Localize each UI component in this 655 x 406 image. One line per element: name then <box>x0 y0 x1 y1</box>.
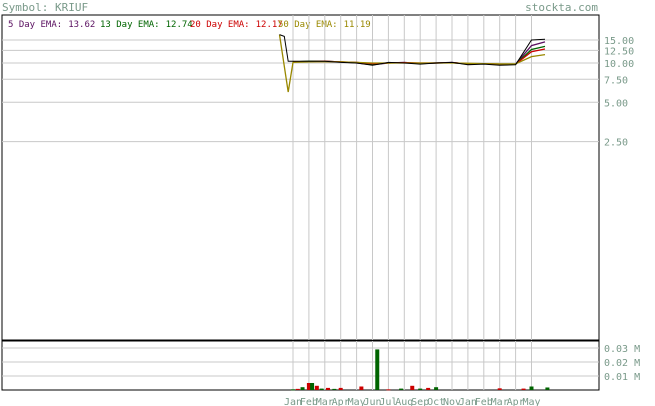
x-tick-label: Oct <box>427 397 445 406</box>
volume-bar <box>338 387 343 390</box>
legend-item-2: 13 Day EMA: 12.74 <box>100 20 193 30</box>
series-line-price <box>279 34 546 66</box>
volume-bar <box>545 387 550 390</box>
volume-tick-label: 0.03 M <box>604 344 640 355</box>
volume-bar <box>291 389 295 391</box>
x-tick-label: Jun <box>363 397 381 406</box>
legend-label: 20 Day EMA: <box>190 20 250 30</box>
volume-bar <box>418 388 423 390</box>
x-tick-label: Sep <box>411 397 429 406</box>
price-panel-frame <box>1 14 600 341</box>
volume-bar <box>434 387 439 390</box>
symbol-label: Symbol: KRIUF <box>2 1 88 14</box>
volume-bar <box>314 385 319 390</box>
legend-value: 11.19 <box>344 20 371 30</box>
x-tick-label: Nov <box>443 397 461 406</box>
price-tick-label: 5.00 <box>604 98 628 109</box>
volume-bar <box>375 349 380 390</box>
legend-label: 5 Day EMA: <box>8 20 62 30</box>
legend-item-4: 50 Day EMA: 11.19 <box>278 20 371 30</box>
legend-value: 13.62 <box>68 20 95 30</box>
legend-label: 13 Day EMA: <box>100 20 160 30</box>
volume-tick-label: 0.01 M <box>604 372 640 383</box>
volume-bar <box>332 388 337 390</box>
volume-bar <box>529 386 534 390</box>
price-series-lines <box>278 34 546 93</box>
volume-panel: 0.03 M 0.02 M 0.01 M <box>1 340 640 391</box>
price-tick-label: 15.00 <box>604 36 634 47</box>
x-tick-label: Apr <box>507 397 525 406</box>
volume-bar <box>386 389 391 391</box>
volume-panel-frame <box>1 340 600 391</box>
x-tick-label: Apr <box>332 397 350 406</box>
price-tick-label: 10.00 <box>604 59 634 70</box>
x-tick-label: Aug <box>395 397 413 406</box>
site-label: stockta.com <box>525 1 598 14</box>
x-tick-label: Feb <box>475 397 493 406</box>
volume-tick-label: 0.02 M <box>604 358 640 369</box>
x-tick-label: Feb <box>300 397 318 406</box>
volume-grid-horizontal <box>2 347 599 377</box>
price-grid-vertical <box>292 15 532 340</box>
legend-item-1: 5 Day EMA: 13.62 <box>8 20 95 30</box>
volume-bar <box>399 388 404 390</box>
volume-bar <box>521 388 526 390</box>
price-grid-horizontal <box>2 39 599 143</box>
volume-bars <box>291 349 550 391</box>
volume-bar <box>300 387 305 390</box>
x-tick-label: Mar <box>491 397 509 406</box>
volume-bar <box>319 388 324 390</box>
legend-label: 50 Day EMA: <box>278 20 338 30</box>
x-tick-label: Jan <box>284 397 302 406</box>
legend-value: 12.74 <box>166 20 193 30</box>
volume-grid-vertical <box>292 341 532 390</box>
legend-value: 12.17 <box>256 20 283 30</box>
x-tick-label: Mar <box>316 397 334 406</box>
x-tick-label: May <box>522 397 540 406</box>
price-tick-label: 2.50 <box>604 138 628 149</box>
price-tick-label: 12.50 <box>604 46 634 57</box>
volume-bar <box>410 385 415 390</box>
volume-bar <box>306 383 311 390</box>
x-tick-label: May <box>348 397 366 406</box>
legend-item-3: 20 Day EMA: 12.17 <box>190 20 283 30</box>
volume-bar <box>310 383 315 390</box>
volume-bar <box>497 388 502 390</box>
volume-y-axis-ticks: 0.03 M 0.02 M 0.01 M <box>604 344 640 383</box>
price-tick-label: 7.50 <box>604 75 628 86</box>
volume-bar <box>325 387 330 390</box>
x-tick-label: Jul <box>379 397 397 406</box>
volume-bar <box>359 386 364 390</box>
x-axis-ticks: JanFebMarAprMayJunJulAugSepOctNovJanFebM… <box>284 397 541 406</box>
volume-bar <box>426 387 431 390</box>
volume-bar <box>295 388 300 390</box>
x-tick-label: Jan <box>459 397 477 406</box>
